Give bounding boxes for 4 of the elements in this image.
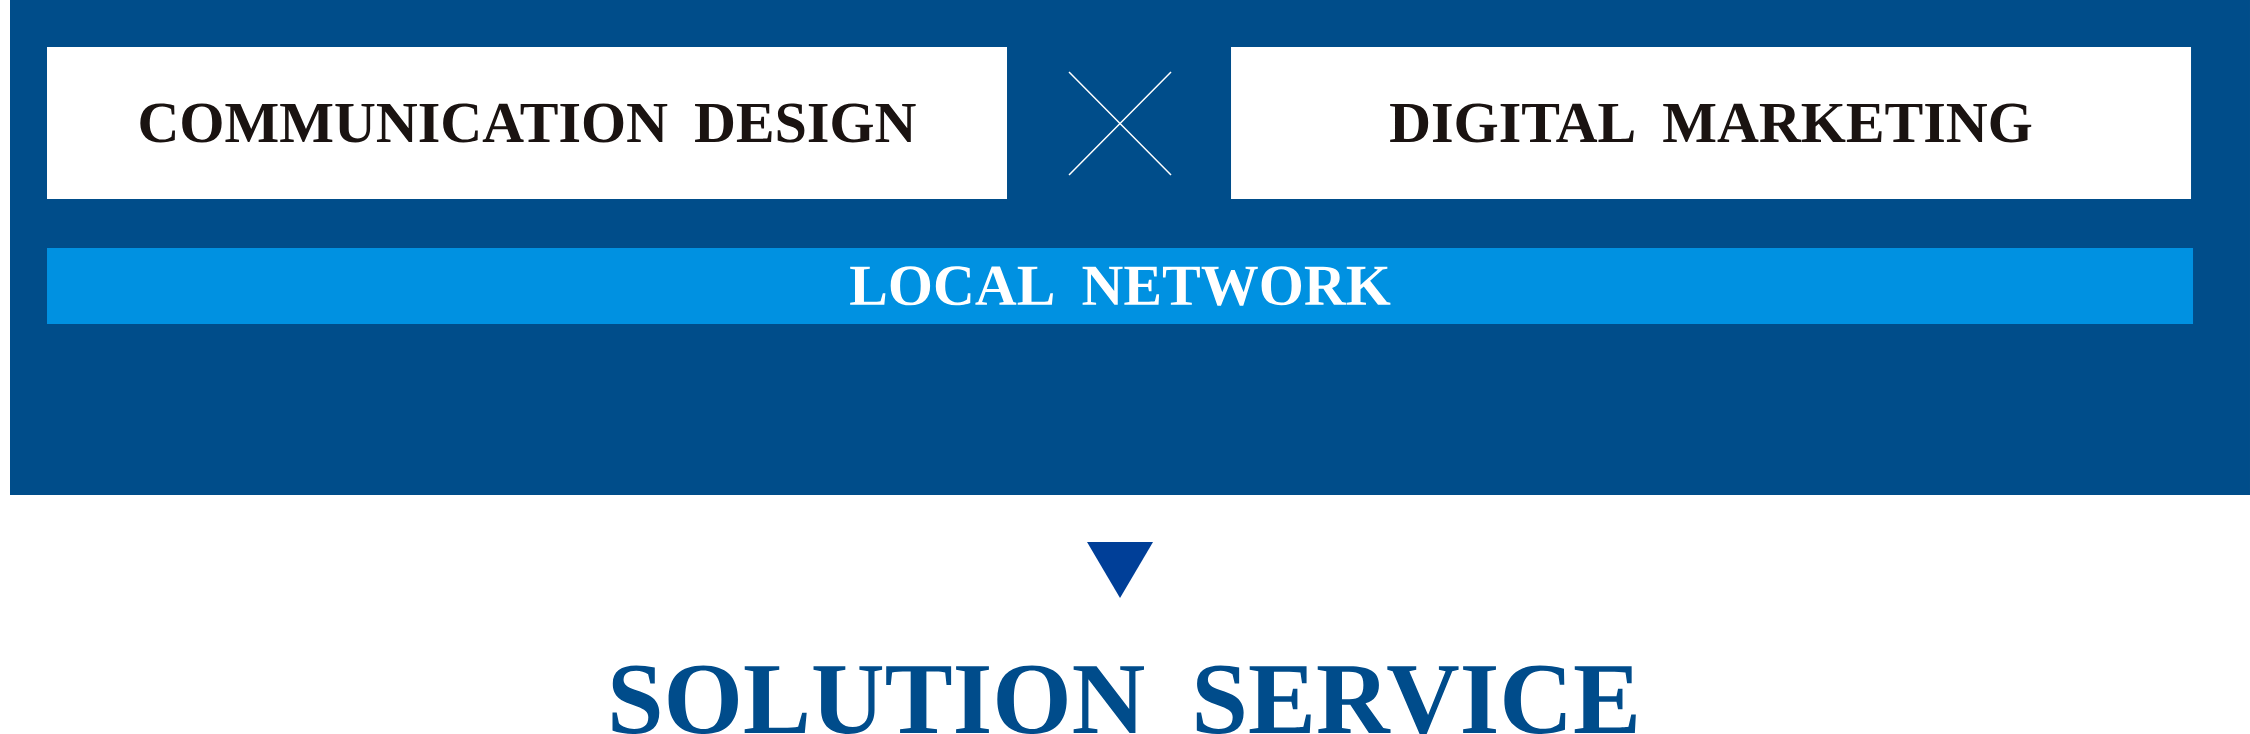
label-box: DIGITAL MARKETING bbox=[1231, 47, 2192, 199]
banner-band: LOCAL NETWORK bbox=[47, 248, 2194, 324]
title-text: SOLUTION SERVICE bbox=[612, 665, 1636, 734]
label-box: COMMUNICATION DESIGN bbox=[47, 47, 1007, 199]
